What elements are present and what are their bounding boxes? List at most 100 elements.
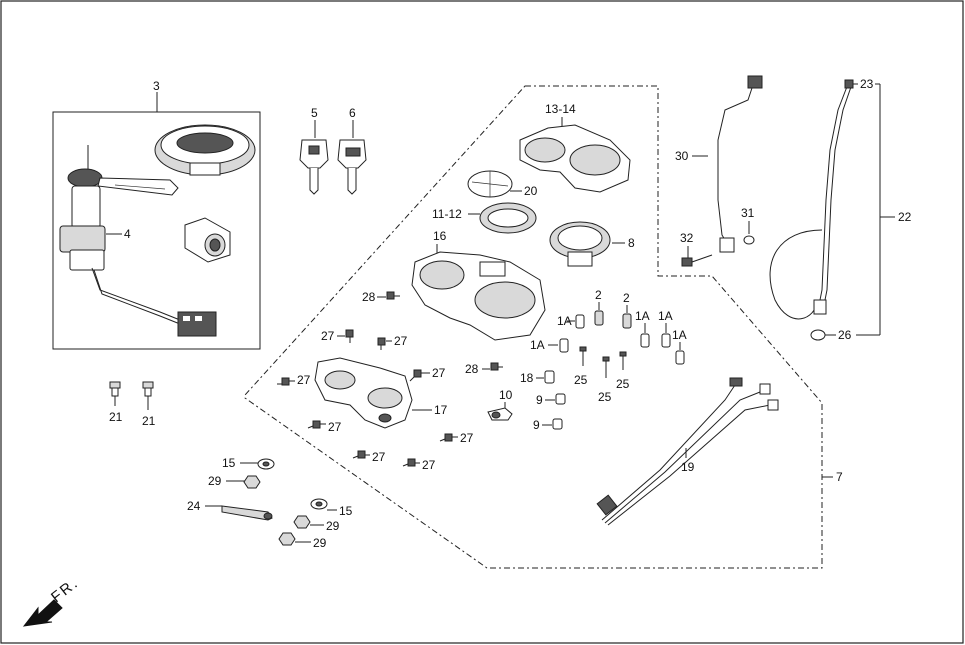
callout-32: 32 bbox=[680, 231, 694, 245]
callout-9a: 9 bbox=[536, 393, 543, 407]
callout-1b: 1A bbox=[530, 338, 545, 352]
bulb-2b bbox=[622, 313, 632, 329]
callout-29a: 29 bbox=[208, 474, 222, 488]
bolt-32 bbox=[681, 254, 713, 267]
callout-27e: 27 bbox=[328, 420, 342, 434]
clamp-10 bbox=[487, 407, 513, 421]
callout-2a: 2 bbox=[595, 288, 602, 302]
screw-27f bbox=[439, 433, 453, 442]
bulb-1a-c bbox=[640, 333, 650, 348]
screw-27c bbox=[277, 377, 290, 386]
callout-27a: 27 bbox=[321, 329, 335, 343]
screw-28b bbox=[490, 362, 503, 371]
nut-29c bbox=[278, 532, 296, 546]
speed-sensor-cable bbox=[717, 75, 763, 253]
bulb-socket-18 bbox=[544, 370, 555, 384]
meter-case bbox=[411, 251, 546, 341]
nut-29a bbox=[243, 475, 261, 489]
wire-harness bbox=[596, 377, 779, 526]
bolt-21b bbox=[142, 381, 154, 397]
callout-28b: 28 bbox=[465, 362, 479, 376]
callout-9b: 9 bbox=[533, 418, 540, 432]
callout-13-14: 13-14 bbox=[545, 102, 576, 116]
screw-27a bbox=[345, 329, 354, 343]
callout-4: 4 bbox=[124, 227, 131, 241]
meter-assembly-outline bbox=[244, 85, 823, 569]
screw-27h bbox=[402, 458, 416, 467]
meter-cover bbox=[519, 124, 631, 193]
washer-15b bbox=[310, 498, 328, 510]
screw-28a bbox=[386, 291, 400, 300]
callout-23: 23 bbox=[860, 77, 874, 91]
seat-lock bbox=[184, 217, 231, 263]
screw-27g bbox=[352, 450, 366, 459]
callout-19: 19 bbox=[681, 460, 695, 474]
screw-27d bbox=[409, 369, 422, 382]
callout-25c: 25 bbox=[616, 377, 630, 391]
callout-16: 16 bbox=[433, 229, 447, 243]
callout-6: 6 bbox=[349, 106, 356, 120]
callout-27d: 27 bbox=[432, 366, 446, 380]
callout-21a: 21 bbox=[109, 410, 123, 424]
bulb-1a-d bbox=[661, 333, 671, 348]
callout-2b: 2 bbox=[623, 291, 630, 305]
callout-21b: 21 bbox=[142, 414, 156, 428]
bulb-1a-e bbox=[675, 350, 685, 365]
callout-27b: 27 bbox=[394, 334, 408, 348]
callout-3: 3 bbox=[153, 79, 160, 93]
meter-lower-case bbox=[314, 357, 413, 429]
screw-25b bbox=[602, 356, 610, 378]
screw-27b bbox=[377, 337, 386, 350]
key-5 bbox=[299, 139, 329, 195]
tachometer-gauge bbox=[549, 221, 611, 267]
callout-18: 18 bbox=[520, 371, 534, 385]
callout-29b: 29 bbox=[326, 519, 340, 533]
grommet-9b bbox=[552, 418, 563, 430]
callout-1d: 1A bbox=[658, 309, 673, 323]
callout-7: 7 bbox=[836, 470, 843, 484]
callout-31: 31 bbox=[741, 206, 755, 220]
fuel-cap bbox=[154, 124, 256, 176]
callout-15b: 15 bbox=[339, 504, 353, 518]
screw-25a bbox=[579, 346, 587, 366]
callout-15a: 15 bbox=[222, 456, 236, 470]
callout-17: 17 bbox=[434, 403, 448, 417]
callout-1c: 1A bbox=[635, 309, 650, 323]
washer-15a bbox=[257, 458, 275, 470]
bulb-2a bbox=[594, 310, 604, 326]
callout-25a: 25 bbox=[574, 373, 588, 387]
meter-lens bbox=[479, 202, 537, 234]
tachometer-cable bbox=[769, 79, 854, 341]
callout-29c: 29 bbox=[313, 536, 327, 550]
o-ring-31 bbox=[743, 235, 755, 245]
callout-24: 24 bbox=[187, 499, 201, 513]
callout-27f: 27 bbox=[460, 431, 474, 445]
callout-10: 10 bbox=[499, 388, 513, 402]
callout-25b: 25 bbox=[598, 390, 612, 404]
callout-8: 8 bbox=[628, 236, 635, 250]
callout-11-12: 11-12 bbox=[432, 207, 462, 221]
screw-27e bbox=[307, 420, 321, 429]
callout-30: 30 bbox=[675, 149, 689, 163]
bulb-1a-a bbox=[575, 314, 585, 329]
front-direction-arrow: FR. bbox=[22, 574, 82, 627]
callout-27h: 27 bbox=[422, 458, 436, 472]
bulb-1a-b bbox=[559, 338, 569, 353]
callout-27g: 27 bbox=[372, 450, 386, 464]
callout-22: 22 bbox=[898, 210, 912, 224]
bolt-21a bbox=[109, 381, 121, 397]
nut-29b bbox=[293, 515, 311, 529]
callout-20: 20 bbox=[524, 184, 538, 198]
callout-26: 26 bbox=[838, 328, 852, 342]
callout-1e: 1A bbox=[672, 328, 687, 342]
callout-27c: 27 bbox=[297, 373, 311, 387]
ignition-switch bbox=[59, 145, 217, 337]
callout-1a: 1A bbox=[557, 314, 572, 328]
grommet-9a bbox=[555, 393, 566, 405]
screw-25c bbox=[619, 351, 627, 370]
bracket-24 bbox=[221, 505, 273, 521]
key-6 bbox=[337, 139, 367, 195]
